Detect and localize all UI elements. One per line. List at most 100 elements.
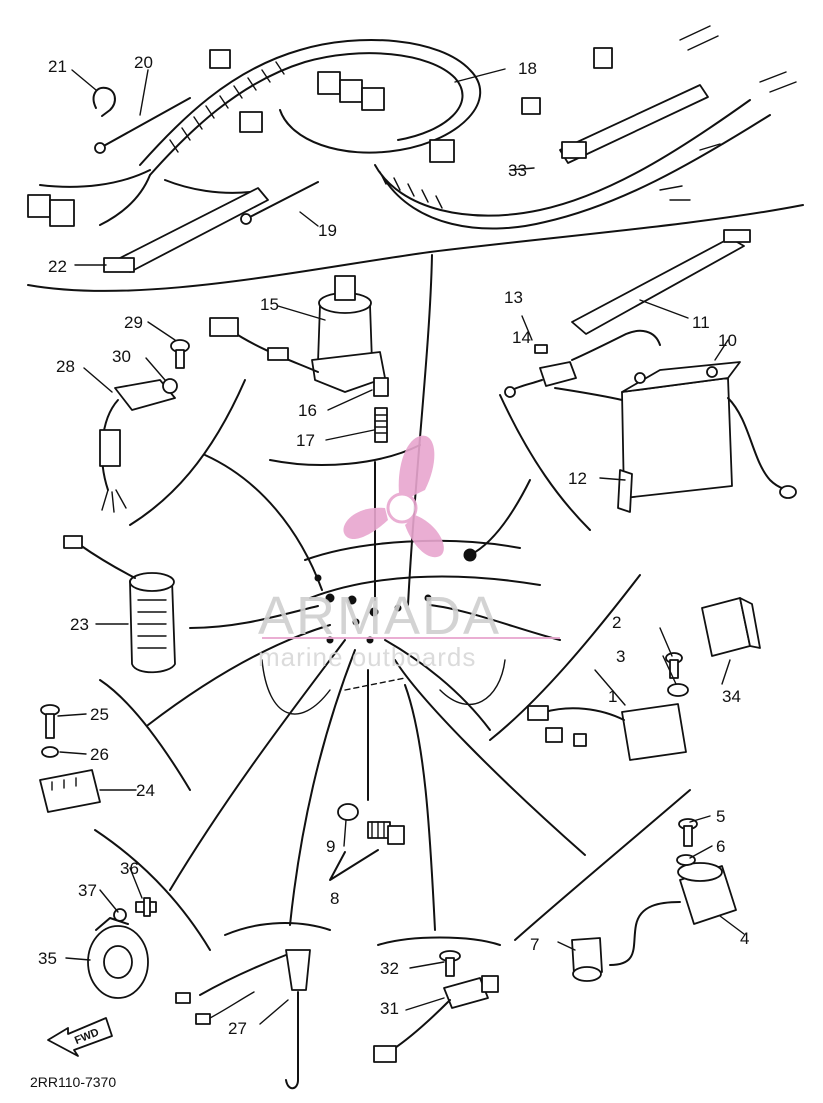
callout-20: 20 xyxy=(134,53,153,72)
battery-band-12 xyxy=(617,469,633,513)
screw-29 xyxy=(170,339,190,369)
callout-36: 36 xyxy=(120,859,139,878)
leader-from-27 xyxy=(289,649,356,926)
callout-22: 22 xyxy=(48,257,67,276)
callout-6: 6 xyxy=(716,837,725,856)
callout-33: 33 xyxy=(508,161,527,180)
hub-dashed-bracket xyxy=(344,677,406,691)
callout-30: 30 xyxy=(112,347,131,366)
horn-35 xyxy=(87,917,149,999)
grip-23 xyxy=(63,535,176,674)
divider-center-15 xyxy=(269,444,421,466)
callout-25: 25 xyxy=(90,705,109,724)
divider-bottom-31 xyxy=(377,936,501,946)
callout-37: 37 xyxy=(78,881,97,900)
callout-21: 21 xyxy=(48,57,67,76)
ignition-coil-4 xyxy=(609,862,737,966)
connector-block-b xyxy=(339,79,363,103)
leader-from-34 xyxy=(429,604,561,641)
connector-block-h xyxy=(521,97,541,115)
band-buckle-22 xyxy=(103,257,135,273)
callout-7: 7 xyxy=(530,935,539,954)
callout-2: 2 xyxy=(612,613,621,632)
callout-13: 13 xyxy=(504,288,523,307)
divider-bottom-27 xyxy=(224,922,331,936)
bracket-8-9 xyxy=(329,849,379,881)
callout-28: 28 xyxy=(56,357,75,376)
divider-right-mid xyxy=(489,574,641,741)
relay-34 xyxy=(701,597,761,657)
fuse-holder-13 xyxy=(504,329,661,398)
central-hub-group xyxy=(94,254,691,951)
callout-17: 17 xyxy=(296,431,315,450)
leader-from-35 xyxy=(169,639,346,891)
connector-block-j xyxy=(209,49,231,69)
connector-block-g xyxy=(429,139,455,163)
callout-3: 3 xyxy=(616,647,625,666)
forward-direction-arrow: FWD xyxy=(47,1017,113,1057)
band-buckle-33 xyxy=(561,141,587,159)
callout-11: 11 xyxy=(692,313,710,332)
harness-spiral-wrap xyxy=(169,61,443,209)
callout-8: 8 xyxy=(330,889,339,908)
bolt-5 xyxy=(678,818,698,847)
callout-5: 5 xyxy=(716,807,725,826)
callout-labels: 1 2 3 4 5 6 7 8 9 10 11 12 13 14 15 16 1… xyxy=(38,53,749,1038)
watermark-rule xyxy=(262,637,560,639)
fuse-14 xyxy=(534,344,548,354)
leader-from-31 xyxy=(404,684,436,931)
frame-outline-arc xyxy=(304,539,541,599)
hub-fasteners xyxy=(314,548,477,644)
battery-strap-11 xyxy=(571,229,751,335)
drawing-code: 2RR110-7370 xyxy=(30,1074,116,1090)
washer-30 xyxy=(162,378,178,394)
leader-from-harness xyxy=(407,254,433,606)
divider-right-upper xyxy=(499,394,591,531)
leader-from-1 xyxy=(384,639,491,731)
divider-left-lower xyxy=(94,829,211,951)
callout-12: 12 xyxy=(568,469,587,488)
frame-outline-lower xyxy=(261,659,506,715)
callout-14: 14 xyxy=(512,328,531,347)
main-harness-loop-inner xyxy=(149,52,464,176)
washer-37 xyxy=(113,908,127,922)
bolt-25 xyxy=(40,704,60,739)
screw-32 xyxy=(439,950,461,977)
washer-3 xyxy=(667,683,689,697)
connector-block-e xyxy=(27,194,51,218)
control-unit-1 xyxy=(527,703,687,761)
callout-35: 35 xyxy=(38,949,57,968)
harness-right-run xyxy=(374,99,751,217)
callout-27: 27 xyxy=(228,1019,247,1038)
leader-from-24 xyxy=(147,624,331,726)
propeller-logo-icon xyxy=(343,435,444,558)
wire-harness-group xyxy=(27,25,804,292)
watermark-brand: ARMADA xyxy=(258,586,501,646)
harness-left-branch xyxy=(39,169,251,226)
bolt-36 xyxy=(135,897,157,917)
callout-15: 15 xyxy=(260,295,279,314)
neutral-switch-8 xyxy=(367,821,405,845)
harness-right-run-2 xyxy=(384,114,771,230)
connector-block-a xyxy=(317,71,341,95)
divider-left-upper xyxy=(129,379,246,526)
callout-9: 9 xyxy=(326,837,335,856)
callout-34: 34 xyxy=(722,687,741,706)
leader-from-12 xyxy=(469,479,531,556)
connector-block-d xyxy=(239,111,263,133)
callout-4: 4 xyxy=(740,929,749,948)
battery-10 xyxy=(554,361,797,499)
connector-block-c xyxy=(361,87,385,111)
watermark-tagline: marine outboards xyxy=(258,642,476,672)
cable-tie-20 xyxy=(99,97,191,149)
sensor-31 xyxy=(373,975,499,1063)
main-switch-15 xyxy=(209,275,386,393)
screw-2 xyxy=(665,652,683,679)
connector-block-i xyxy=(593,47,613,69)
bolt-17 xyxy=(374,407,388,443)
callout-18: 18 xyxy=(518,59,537,78)
plug-cap-7 xyxy=(571,937,603,982)
connector-block-f xyxy=(49,199,75,227)
regulator-28 xyxy=(99,379,176,513)
